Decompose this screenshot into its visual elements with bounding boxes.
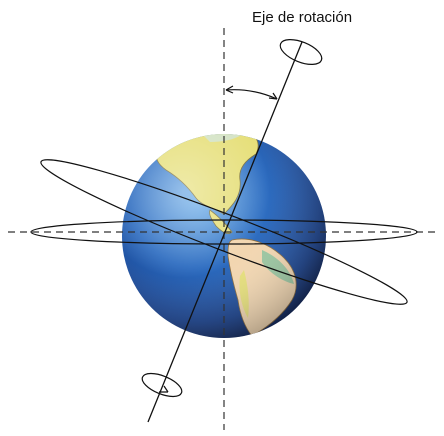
arrowhead-right-icon	[268, 92, 278, 100]
arrowhead-left-icon	[225, 85, 234, 94]
tilt-angle-arc	[225, 89, 278, 100]
equatorial-ellipse	[30, 219, 418, 245]
top-rotation-ellipse	[279, 38, 323, 66]
rotation-axis-line	[147, 41, 303, 423]
axis-label: Eje de rotación	[252, 9, 353, 26]
bottom-rotation-ellipse	[141, 372, 183, 398]
rotation-arrow-icon	[159, 385, 169, 393]
